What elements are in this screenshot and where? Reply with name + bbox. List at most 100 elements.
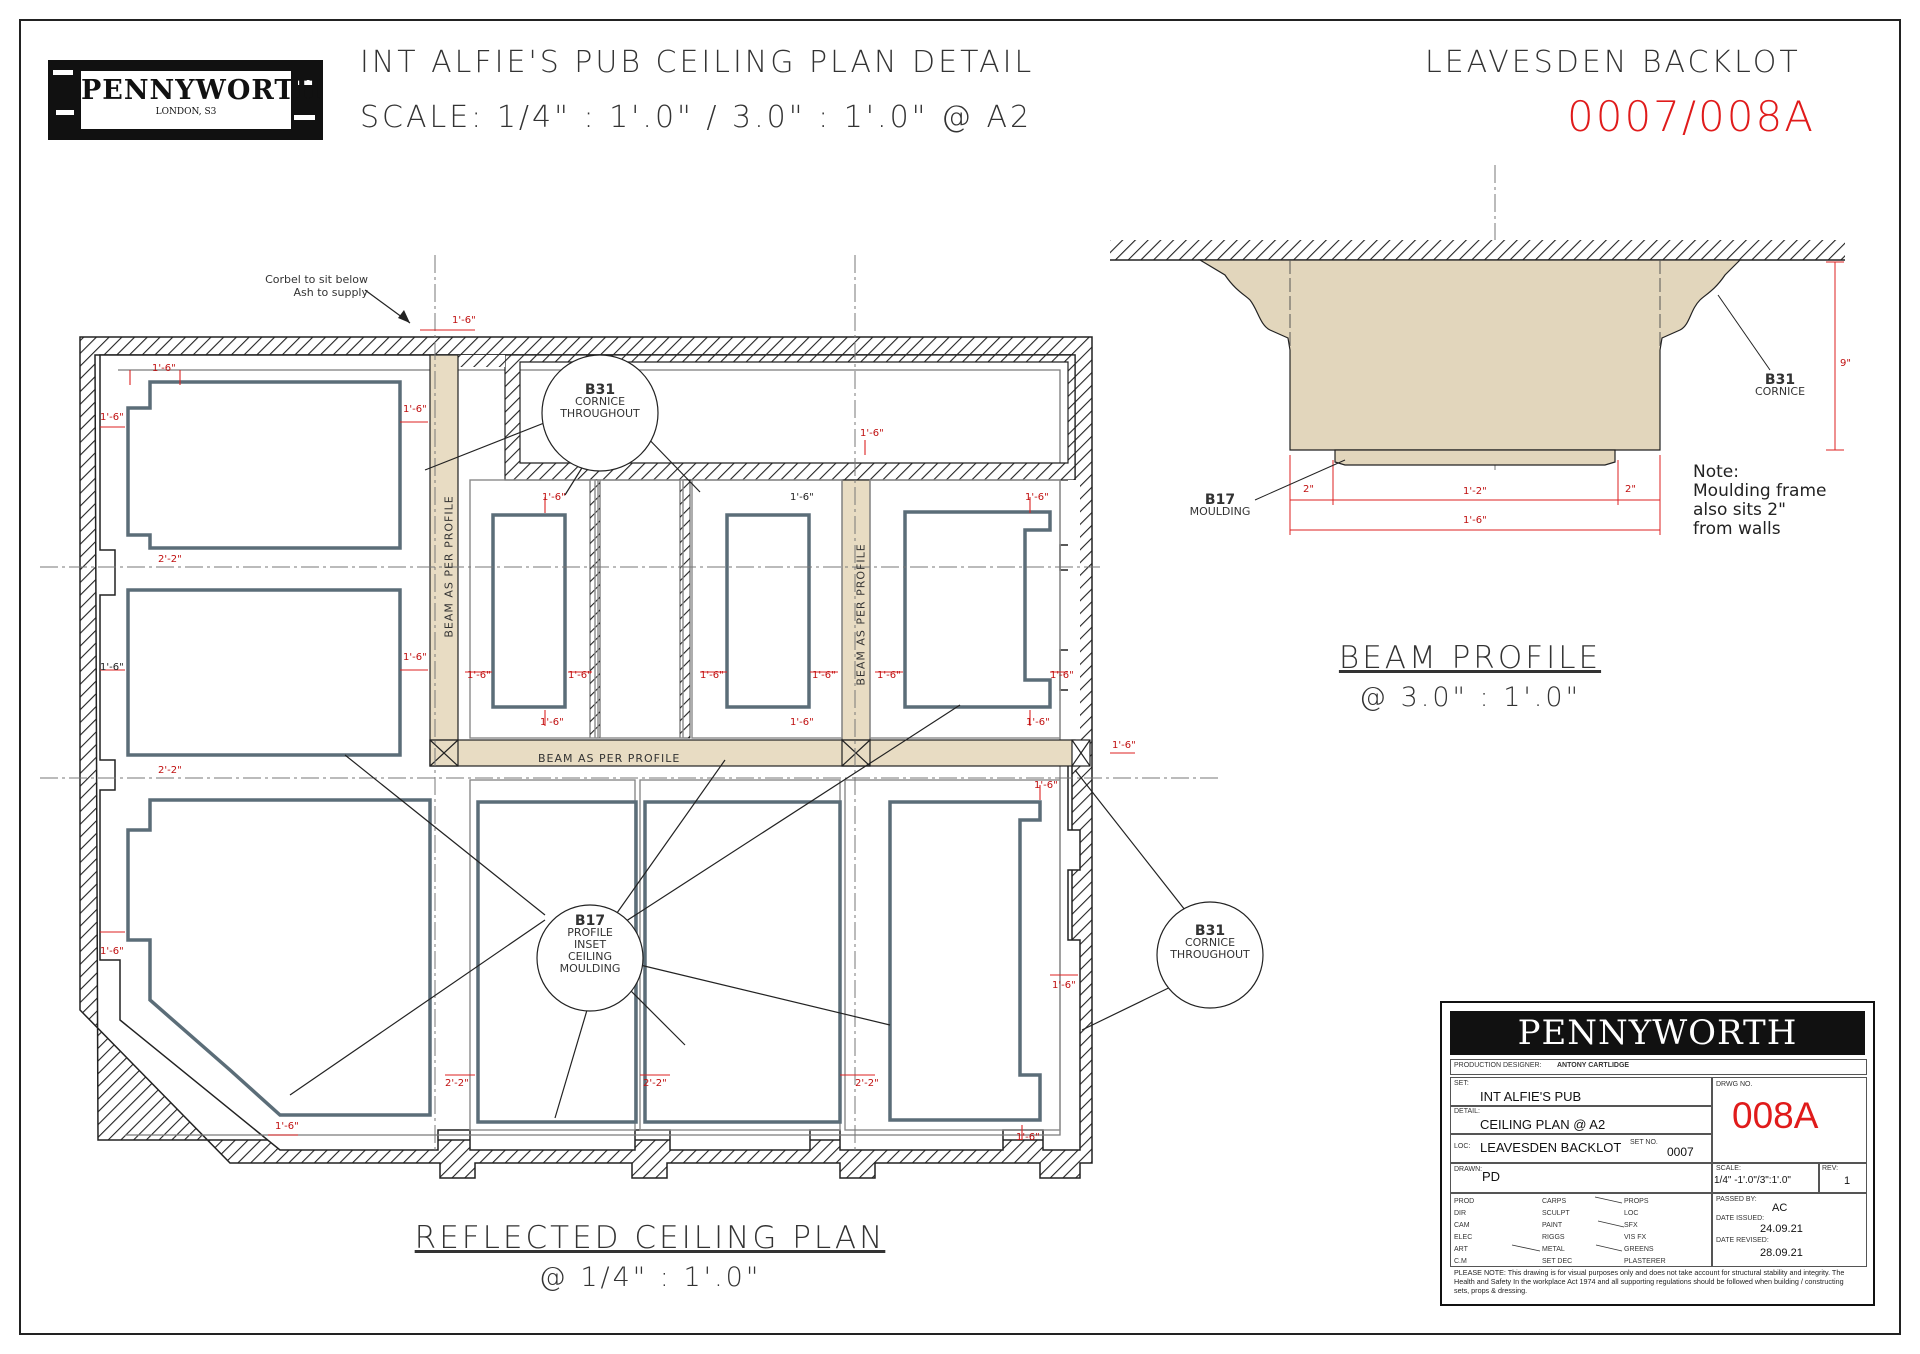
designer-row (1450, 1059, 1867, 1075)
dim-label: 1'-6" (1016, 1132, 1040, 1143)
dept-plasterer: PLASTERER (1624, 1258, 1666, 1265)
dim-label: 1'-6" (877, 670, 901, 681)
profile-dim-2-left: 2" (1303, 484, 1314, 495)
drawn-value: PD (1482, 1169, 1501, 1184)
callout-b17-line3: CEILING (568, 950, 612, 963)
scale-value: 1/4" -1'.0"/3":1'.0" (1714, 1175, 1791, 1186)
drawn-label: DRAWN: (1454, 1166, 1483, 1173)
dim-label: 1'-6" (542, 492, 566, 503)
moulding-frame-1 (126, 380, 402, 550)
logo-name: PENNYWORTH (81, 75, 322, 106)
plan-title-block: REFLECTED CEILING PLAN @ 1/4" : 1'.0" (350, 1220, 950, 1293)
dim-label: 1'-6" (1052, 980, 1076, 991)
callout-b31-right-text: B31 CORNICE THROUGHOUT (1160, 923, 1260, 961)
callout-b31-right-code: B31 (1194, 923, 1226, 939)
moulding-frame-6 (903, 510, 1052, 709)
dimension-ticks (100, 329, 1135, 1140)
callout-b31-right-line2: THROUGHOUT (1170, 948, 1250, 961)
designer-name: ANTONY CARTLIDGE (1557, 1062, 1630, 1069)
pennyworth-logo: PENNYWORTH LONDON, S3 (48, 60, 323, 140)
dim-label: 1'-6" (452, 315, 476, 326)
beam-label-vertical-right: BEAM AS PER PROFILE (854, 543, 868, 686)
dim-label: 2'-2" (158, 765, 182, 776)
callout-b17 (536, 904, 644, 1012)
dim-label: 1'-6" (568, 670, 592, 681)
profile-b17-text: MOULDING (1189, 505, 1251, 518)
callout-b31-top-code: B31 (584, 382, 616, 398)
corbel-note-line2: Ash to supply (293, 286, 369, 299)
dim-label: 1'-6" (152, 363, 176, 374)
issued-label: DATE ISSUED: (1716, 1215, 1765, 1222)
dim-label: 2'-2" (855, 1078, 879, 1089)
dim-label: 1'-6" (1034, 780, 1058, 791)
set-no-value: 0007 (1667, 1145, 1694, 1159)
dept-prod: PROD (1454, 1198, 1475, 1205)
signoff-strikes (1511, 1196, 1625, 1252)
profile-title: BEAM PROFILE (1338, 640, 1602, 676)
profile-dim-9: 9" (1840, 358, 1851, 369)
dept-riggs: RIGGS (1542, 1234, 1565, 1241)
passed-value: AC (1772, 1202, 1788, 1214)
beam-profile-detail (1110, 240, 1845, 535)
dim-label: 1'-6" (100, 412, 124, 423)
corbel-note: Corbel to sit below Ash to supply (200, 273, 368, 299)
dept-elec: ELEC (1454, 1234, 1473, 1241)
profile-title-block: BEAM PROFILE @ 3.0" : 1'.0" (1280, 640, 1660, 713)
sheet-border (19, 19, 1901, 1335)
callout-b31-top (541, 354, 659, 472)
title-block-brand: PENNYWORTH (1450, 1011, 1865, 1055)
rev-value: 1 (1844, 1175, 1851, 1187)
moulding-frame-9 (888, 800, 1042, 1122)
dim-label: 1'-6" (275, 1121, 299, 1132)
detail-label: DETAIL: (1454, 1108, 1480, 1115)
dept-carps: CARPS (1542, 1198, 1567, 1205)
loc-label: LOC: (1454, 1143, 1471, 1150)
dim-label: 2'-2" (643, 1078, 667, 1089)
sheet-drawing-code: 0007/008A (1567, 92, 1815, 141)
title-block-notice: PLEASE NOTE: This drawing is for visual … (1454, 1268, 1845, 1295)
callout-b31-right (1156, 901, 1264, 1009)
dept-paint: PAINT (1542, 1222, 1563, 1229)
corbel-note-line1: Corbel to sit below (265, 273, 368, 286)
beam-label-horizontal: BEAM AS PER PROFILE (538, 752, 681, 765)
dept-cam: CAM (1454, 1222, 1470, 1229)
callout-b31-top-line2: THROUGHOUT (560, 407, 640, 420)
dim-label: 1'-6" (1050, 670, 1074, 681)
rev-label: REV: (1822, 1165, 1839, 1172)
title-block: PENNYWORTH PRODUCTION DESIGNER: ANTONY C… (1440, 1001, 1875, 1306)
dim-label: 1'-6" (540, 717, 564, 728)
ceiling-plan (40, 165, 1496, 1179)
profile-dim-16: 1'-6" (1463, 515, 1487, 526)
designer-label: PRODUCTION DESIGNER: (1454, 1062, 1542, 1069)
dept-col-1: PROD DIR CAM ELEC ART C.M (1454, 1196, 1474, 1268)
dept-loc: LOC (1624, 1210, 1639, 1217)
dim-label: 1'-6" (860, 428, 884, 439)
dept-greens: GREENS (1624, 1246, 1654, 1253)
sheet-location: LEAVESDEN BACKLOT (1425, 45, 1801, 80)
callout-b17-code: B17 (574, 913, 606, 929)
dim-label: 1'-6" (700, 670, 724, 681)
profile-b17-code: B17 (1204, 492, 1236, 508)
passed-label: PASSED BY: (1716, 1196, 1757, 1203)
plan-title: REFLECTED CEILING PLAN (414, 1220, 886, 1256)
callout-b31-top-line1: CORNICE (574, 395, 626, 408)
profile-scale: @ 3.0" : 1'.0" (1359, 682, 1581, 713)
dim-label: 1'-6" (790, 717, 814, 728)
cornice-profile (1197, 259, 1742, 451)
revised-label: DATE REVISED: (1716, 1237, 1769, 1244)
dim-label: 2'-2" (445, 1078, 469, 1089)
dim-label: 1'-6" (100, 946, 124, 957)
moulding-frame-3 (126, 798, 432, 1117)
dept-sculpt: SCULPT (1542, 1210, 1570, 1217)
dept-vis-fx: VIS FX (1624, 1234, 1647, 1241)
profile-note-line: Moulding frame (1693, 481, 1827, 501)
profile-dim-12: 1'-2" (1463, 486, 1487, 497)
dept-art: ART (1454, 1246, 1468, 1253)
revised-value: 28.09.21 (1760, 1247, 1803, 1259)
dept-metal: METAL (1542, 1246, 1565, 1253)
set-value: INT ALFIE'S PUB (1480, 1089, 1582, 1104)
callout-b17-line4: MOULDING (559, 962, 621, 975)
profile-note: Note: Moulding frame also sits 2" from w… (1693, 463, 1826, 539)
